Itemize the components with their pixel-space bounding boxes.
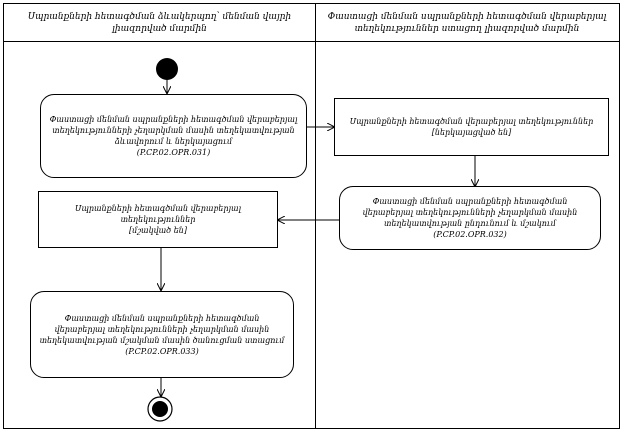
activity-code: (P.CP.02.OPR.031) bbox=[136, 148, 211, 157]
object-text: Սպրանքների հետագծման վերաբերյալ տեղեկութ… bbox=[74, 204, 242, 224]
initial-node bbox=[156, 58, 178, 80]
object-info-submitted: Սպրանքների հետագծման վերաբերյալ տեղեկութ… bbox=[334, 98, 609, 156]
activity-receive-notification: Փաստացի մենման սպրանքների հետագծման վերա… bbox=[30, 291, 294, 378]
activity-text: Փաստացի մենման սպրանքների հետագծման վերա… bbox=[39, 313, 285, 345]
activity-form-and-submit: Փաստացի մենման սպրանքների հետագծման վերա… bbox=[40, 94, 307, 178]
activity-code: (P.CP.02.OPR.032) bbox=[433, 230, 507, 239]
final-node bbox=[147, 396, 173, 422]
lane-divider bbox=[315, 4, 316, 428]
lane-header-left: Սպրանքների հետագծման ձևակերպող՝ մենման վ… bbox=[4, 4, 315, 42]
object-text: Սպրանքների հետագծման վերաբերյալ տեղեկութ… bbox=[349, 117, 594, 126]
lane-header-right: Փաստացի մենման սպրանքների հետագծման վերա… bbox=[315, 4, 619, 42]
object-state: [ներկայացված են] bbox=[431, 128, 512, 137]
activity-receive-and-process: Փաստացի մենման սպրանքների հետագծման վերա… bbox=[339, 186, 601, 250]
swimlane-frame: Սպրանքների հետագծման ձևակերպող՝ մենման վ… bbox=[3, 3, 620, 429]
object-state: [մշակված են] bbox=[129, 226, 187, 235]
activity-text: Փաստացի մենման սպրանքների հետագծման վերա… bbox=[362, 197, 578, 228]
object-info-processed: Սպրանքների հետագծման վերաբերյալ տեղեկութ… bbox=[38, 191, 278, 248]
activity-text: Փաստացի մենման սպրանքների հետագծման վերա… bbox=[49, 115, 298, 146]
activity-code: (P.CP.02.OPR.033) bbox=[125, 346, 199, 356]
